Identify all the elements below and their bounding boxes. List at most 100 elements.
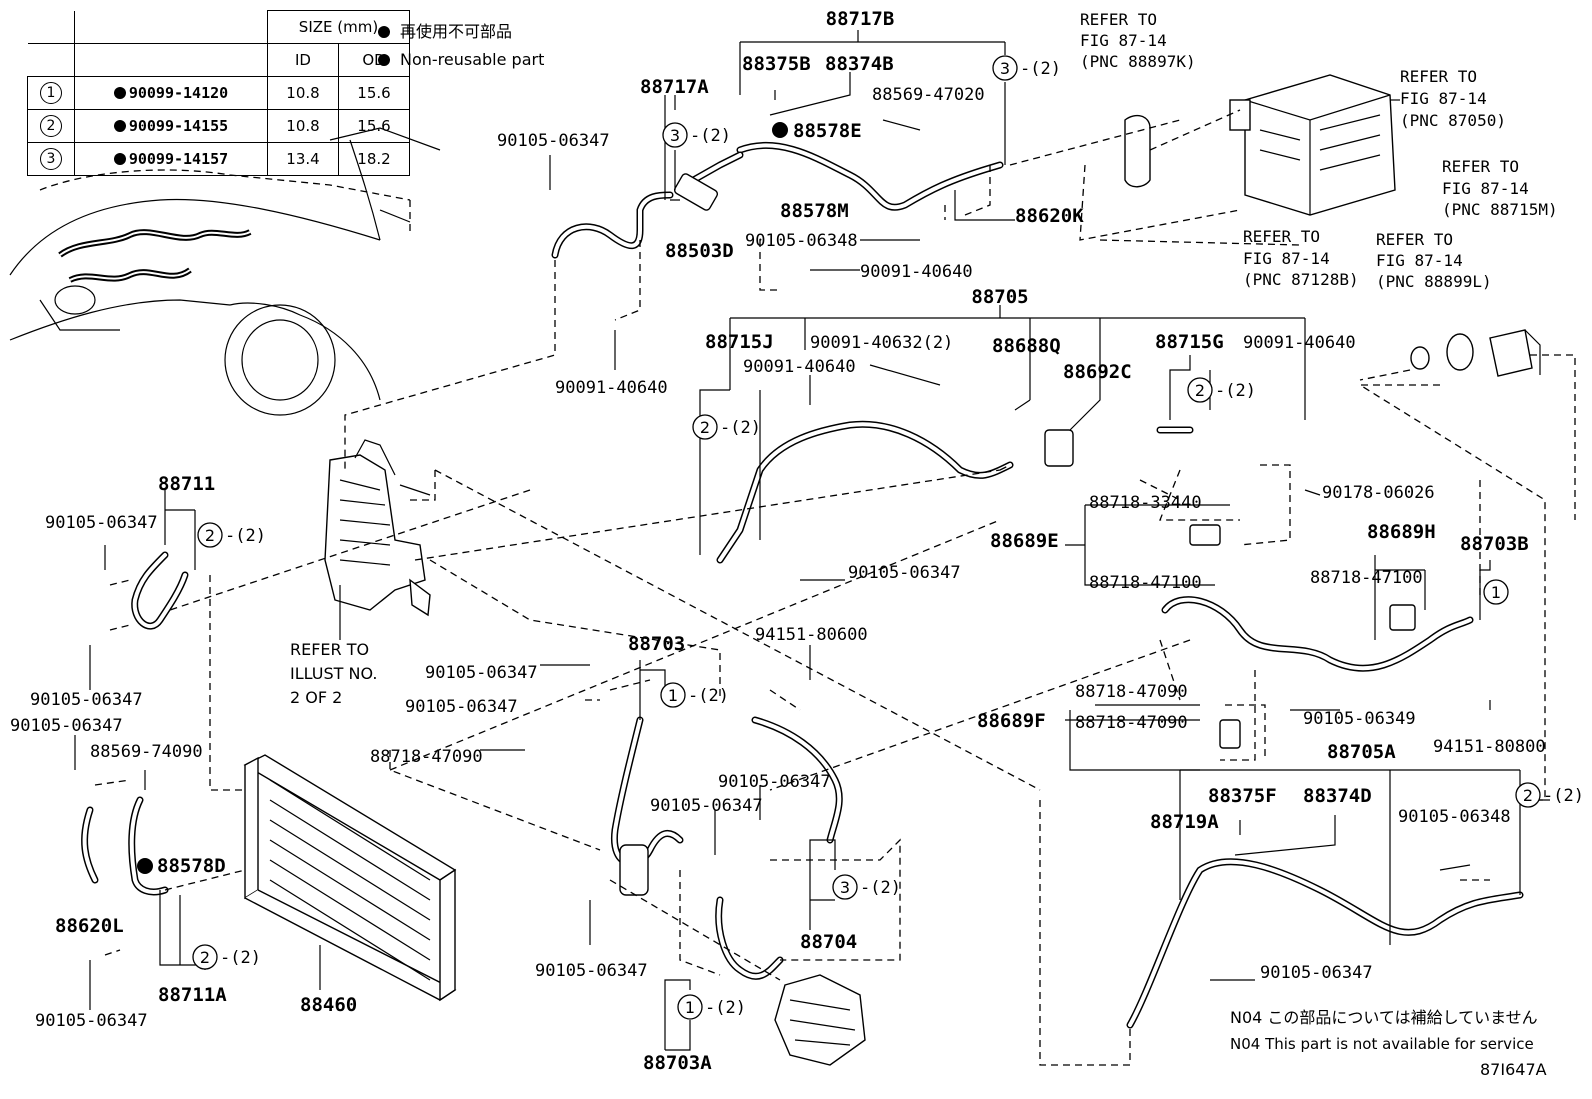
bolt-label: 90105-06347 bbox=[45, 513, 158, 533]
callout-number: 1 bbox=[1491, 583, 1501, 602]
id-value: 13.4 bbox=[267, 142, 339, 176]
ref-line: FIG 87-14 bbox=[1400, 89, 1487, 108]
o-ring-part-number: 90099-14120 bbox=[128, 84, 229, 102]
compressor-illustration bbox=[324, 439, 431, 617]
part-label: 88717B bbox=[826, 8, 895, 30]
o-ring-1-callout bbox=[660, 682, 686, 708]
bolt-label: 90105-06347 bbox=[30, 690, 143, 710]
callout-number: 3 bbox=[840, 878, 850, 897]
leader-lines bbox=[74, 30, 1550, 1051]
bolt-label: 90091-40640 bbox=[1243, 333, 1356, 353]
ref-line: FIG 87-14 bbox=[1442, 179, 1529, 198]
row-key: 1 bbox=[40, 82, 62, 104]
ref-line: REFER TO bbox=[290, 640, 369, 659]
bolt-label: 90091-40632(2) bbox=[810, 333, 953, 353]
part-label: 88703A bbox=[643, 1052, 712, 1074]
compressor-lower-illustration bbox=[774, 974, 866, 1066]
bolt-label: 90105-06347 bbox=[848, 563, 961, 583]
ref-line: REFER TO bbox=[1376, 230, 1453, 249]
bolt-label: 90091-40640 bbox=[555, 378, 668, 398]
o-ring-3-callout bbox=[662, 122, 688, 148]
qty-label: -(2) bbox=[1020, 59, 1061, 79]
ref-line: FIG 87-14 bbox=[1376, 251, 1463, 270]
part-label: 88718-47090 bbox=[370, 747, 483, 767]
part-label: 88704 bbox=[800, 931, 857, 953]
condenser-illustration bbox=[243, 754, 457, 1002]
qty-label: -(2) bbox=[220, 948, 261, 968]
ref-line: (PNC 87050) bbox=[1400, 111, 1506, 130]
part-label: 88718-33440 bbox=[1089, 493, 1202, 513]
non-reusable-dot-icon bbox=[772, 122, 788, 138]
callout-number: 2 bbox=[200, 948, 210, 967]
od-value: 15.6 bbox=[338, 76, 410, 110]
callout-number: 2 bbox=[1523, 786, 1533, 805]
non-reusable-dot-icon bbox=[378, 26, 390, 38]
note-en: N04 This part is not available for servi… bbox=[1230, 1035, 1534, 1053]
bolt-label: 90105-06347 bbox=[650, 796, 763, 816]
qty-label: -(2) bbox=[1543, 786, 1584, 806]
legend-en: Non-reusable part bbox=[400, 50, 545, 69]
qty-label: -(2) bbox=[720, 418, 761, 438]
ref-line: (PNC 88715M) bbox=[1442, 200, 1558, 219]
footnotes: N04 この部品については補給していません N04 This part is n… bbox=[1230, 1008, 1547, 1079]
part-label: 88717A bbox=[640, 76, 709, 98]
part-label: 88718-47100 bbox=[1089, 573, 1202, 593]
ref-line: FIG 87-14 bbox=[1080, 31, 1167, 50]
part-label: 88718-47090 bbox=[1075, 682, 1188, 702]
callout-number: 1 bbox=[685, 998, 695, 1017]
legend-jp: 再使用不可部品 bbox=[400, 22, 513, 41]
callout-number: 2 bbox=[205, 526, 215, 545]
part-label: 88692C bbox=[1063, 361, 1132, 383]
part-label: 88578D bbox=[157, 855, 226, 877]
bolt-label: 90105-06347 bbox=[425, 663, 538, 683]
part-label: 94151-80800 bbox=[1433, 737, 1546, 757]
qty-label: -(2) bbox=[860, 878, 901, 898]
illustration-code: 87I647A bbox=[1480, 1060, 1547, 1079]
part-label: 88578E bbox=[793, 120, 862, 142]
part-label: 88689H bbox=[1367, 521, 1436, 543]
part-label: 88569-47020 bbox=[872, 85, 985, 105]
callout-number: 3 bbox=[1000, 59, 1010, 78]
table-corner bbox=[27, 43, 75, 77]
id-value: 10.8 bbox=[267, 76, 339, 110]
o-ring-2-callout bbox=[197, 522, 223, 548]
non-reusable-dot-icon bbox=[113, 120, 126, 132]
part-label: 88703 bbox=[628, 633, 685, 655]
bolt-label: 90105-06348 bbox=[1398, 807, 1511, 827]
row-key: 3 bbox=[40, 148, 62, 170]
non-reusable-dot-icon bbox=[137, 858, 153, 874]
o-ring-3-callout bbox=[992, 55, 1018, 81]
non-reusable-dot-icon bbox=[113, 87, 126, 99]
part-label: 88718-47100 bbox=[1310, 568, 1423, 588]
id-value: 10.8 bbox=[267, 109, 339, 143]
part-label: 88503D bbox=[665, 240, 734, 262]
o-ring-2-callout bbox=[1515, 782, 1541, 808]
bolt-label: 90105-06347 bbox=[35, 1011, 148, 1031]
o-ring-part-number: 90099-14157 bbox=[128, 150, 229, 168]
o-ring-2-callout bbox=[192, 944, 218, 970]
bolt-label: 90105-06348 bbox=[745, 231, 858, 251]
part-label: 88375B bbox=[742, 53, 811, 75]
part-label: 88620K bbox=[1015, 205, 1084, 227]
bolt-label: 90178-06026 bbox=[1322, 483, 1435, 503]
callout-number: 2 bbox=[700, 418, 710, 437]
callout-number: 1 bbox=[668, 686, 678, 705]
part-label: 88715J bbox=[705, 331, 774, 353]
part-label: 88375F bbox=[1208, 785, 1277, 807]
part-label: 88374D bbox=[1303, 785, 1372, 807]
callout-number: 3 bbox=[670, 126, 680, 145]
fitting-parts-illustration bbox=[1410, 329, 1541, 377]
seal-88897k-illustration bbox=[1124, 114, 1151, 188]
row-key: 2 bbox=[40, 115, 62, 137]
ref-line: REFER TO bbox=[1080, 10, 1157, 29]
part-label: 88620L bbox=[55, 915, 124, 937]
part-label: 88719A bbox=[1150, 811, 1219, 833]
o-ring-1-callout bbox=[1483, 579, 1509, 605]
bolt-label: 90105-06347 bbox=[535, 961, 648, 981]
qty-label: -(2) bbox=[705, 998, 746, 1018]
part-label: 88703B bbox=[1460, 533, 1529, 555]
part-label: 88374B bbox=[825, 53, 894, 75]
o-ring-size-table: SIZE (mm) ID OD 1 90099-14120 10.8 15.6 … bbox=[27, 10, 410, 176]
